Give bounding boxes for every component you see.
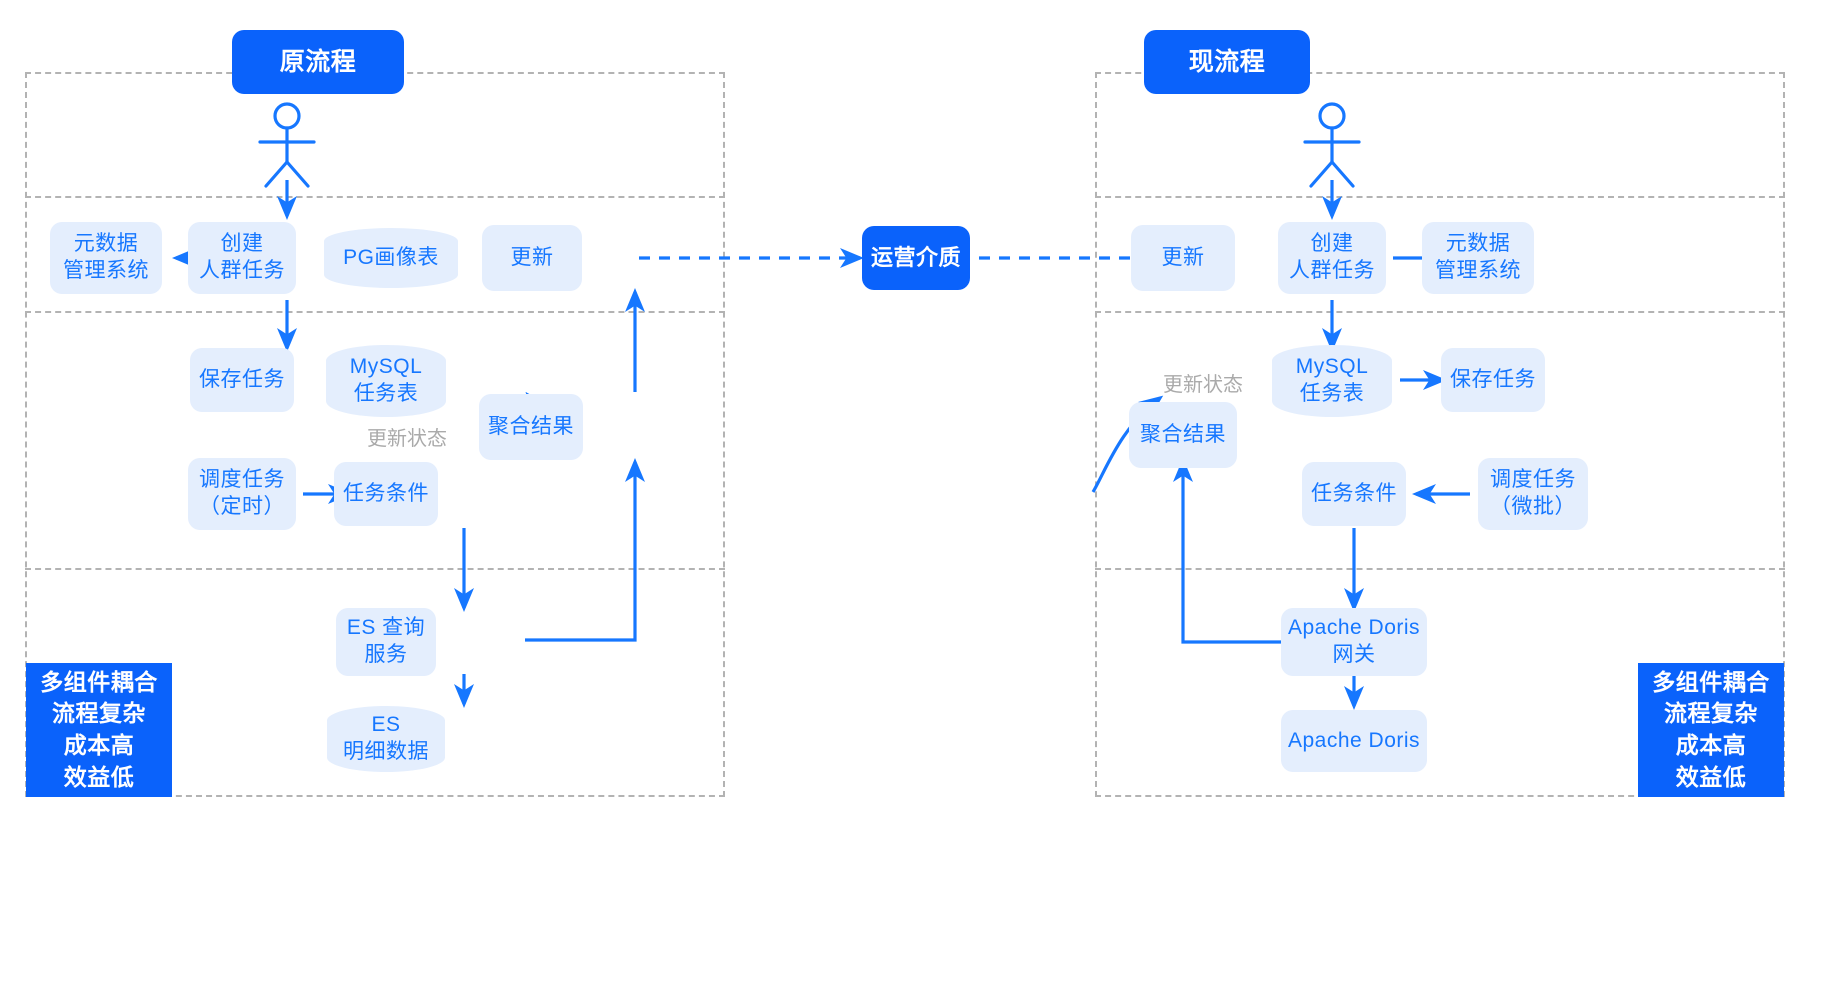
left-lane-divider-1	[25, 196, 725, 198]
right-node-doris[interactable]: Apache Doris	[1281, 710, 1427, 772]
right-node-save-task[interactable]: 保存任务	[1441, 348, 1545, 412]
right-node-mysql-table[interactable]: MySQL 任务表	[1272, 345, 1392, 417]
left-node-task-condition[interactable]: 任务条件	[334, 462, 438, 526]
left-callout-box: 多组件耦合 流程复杂 成本高 效益低	[26, 663, 172, 797]
right-node-update[interactable]: 更新	[1131, 225, 1235, 291]
left-flow-title: 原流程	[232, 30, 404, 94]
left-node-es-query-service[interactable]: ES 查询 服务	[336, 608, 436, 676]
right-node-create-task[interactable]: 创建 人群任务	[1278, 222, 1386, 294]
left-node-schedule-task[interactable]: 调度任务 （定时）	[188, 458, 296, 530]
right-flow-title: 现流程	[1144, 30, 1310, 94]
right-label-update-status: 更新状态	[1163, 374, 1243, 396]
right-node-aggregate[interactable]: 聚合结果	[1129, 402, 1237, 468]
shared-node-operation-medium[interactable]: 运营介质	[862, 226, 970, 290]
left-node-mysql-table[interactable]: MySQL 任务表	[326, 345, 446, 417]
left-node-update[interactable]: 更新	[482, 225, 582, 291]
right-node-task-condition[interactable]: 任务条件	[1302, 462, 1406, 526]
right-node-doris-gateway[interactable]: Apache Doris 网关	[1281, 608, 1427, 676]
right-lane-divider-1	[1095, 196, 1785, 198]
left-node-aggregate[interactable]: 聚合结果	[479, 394, 583, 460]
right-node-schedule-task[interactable]: 调度任务 （微批）	[1478, 458, 1588, 530]
left-node-pg-table[interactable]: PG画像表	[324, 228, 458, 288]
right-callout-box: 多组件耦合 流程复杂 成本高 效益低	[1638, 663, 1784, 797]
right-lane-divider-2	[1095, 311, 1785, 313]
left-lane-divider-3	[25, 568, 725, 570]
left-node-create-task[interactable]: 创建 人群任务	[188, 222, 296, 294]
left-node-es-detail-data[interactable]: ES 明细数据	[327, 706, 445, 772]
left-node-meta-system[interactable]: 元数据 管理系统	[50, 222, 162, 294]
left-label-update-status: 更新状态	[367, 428, 447, 450]
left-lane-divider-2	[25, 311, 725, 313]
left-node-save-task[interactable]: 保存任务	[190, 348, 294, 412]
right-node-meta-system[interactable]: 元数据 管理系统	[1422, 222, 1534, 294]
right-lane-divider-3	[1095, 568, 1785, 570]
